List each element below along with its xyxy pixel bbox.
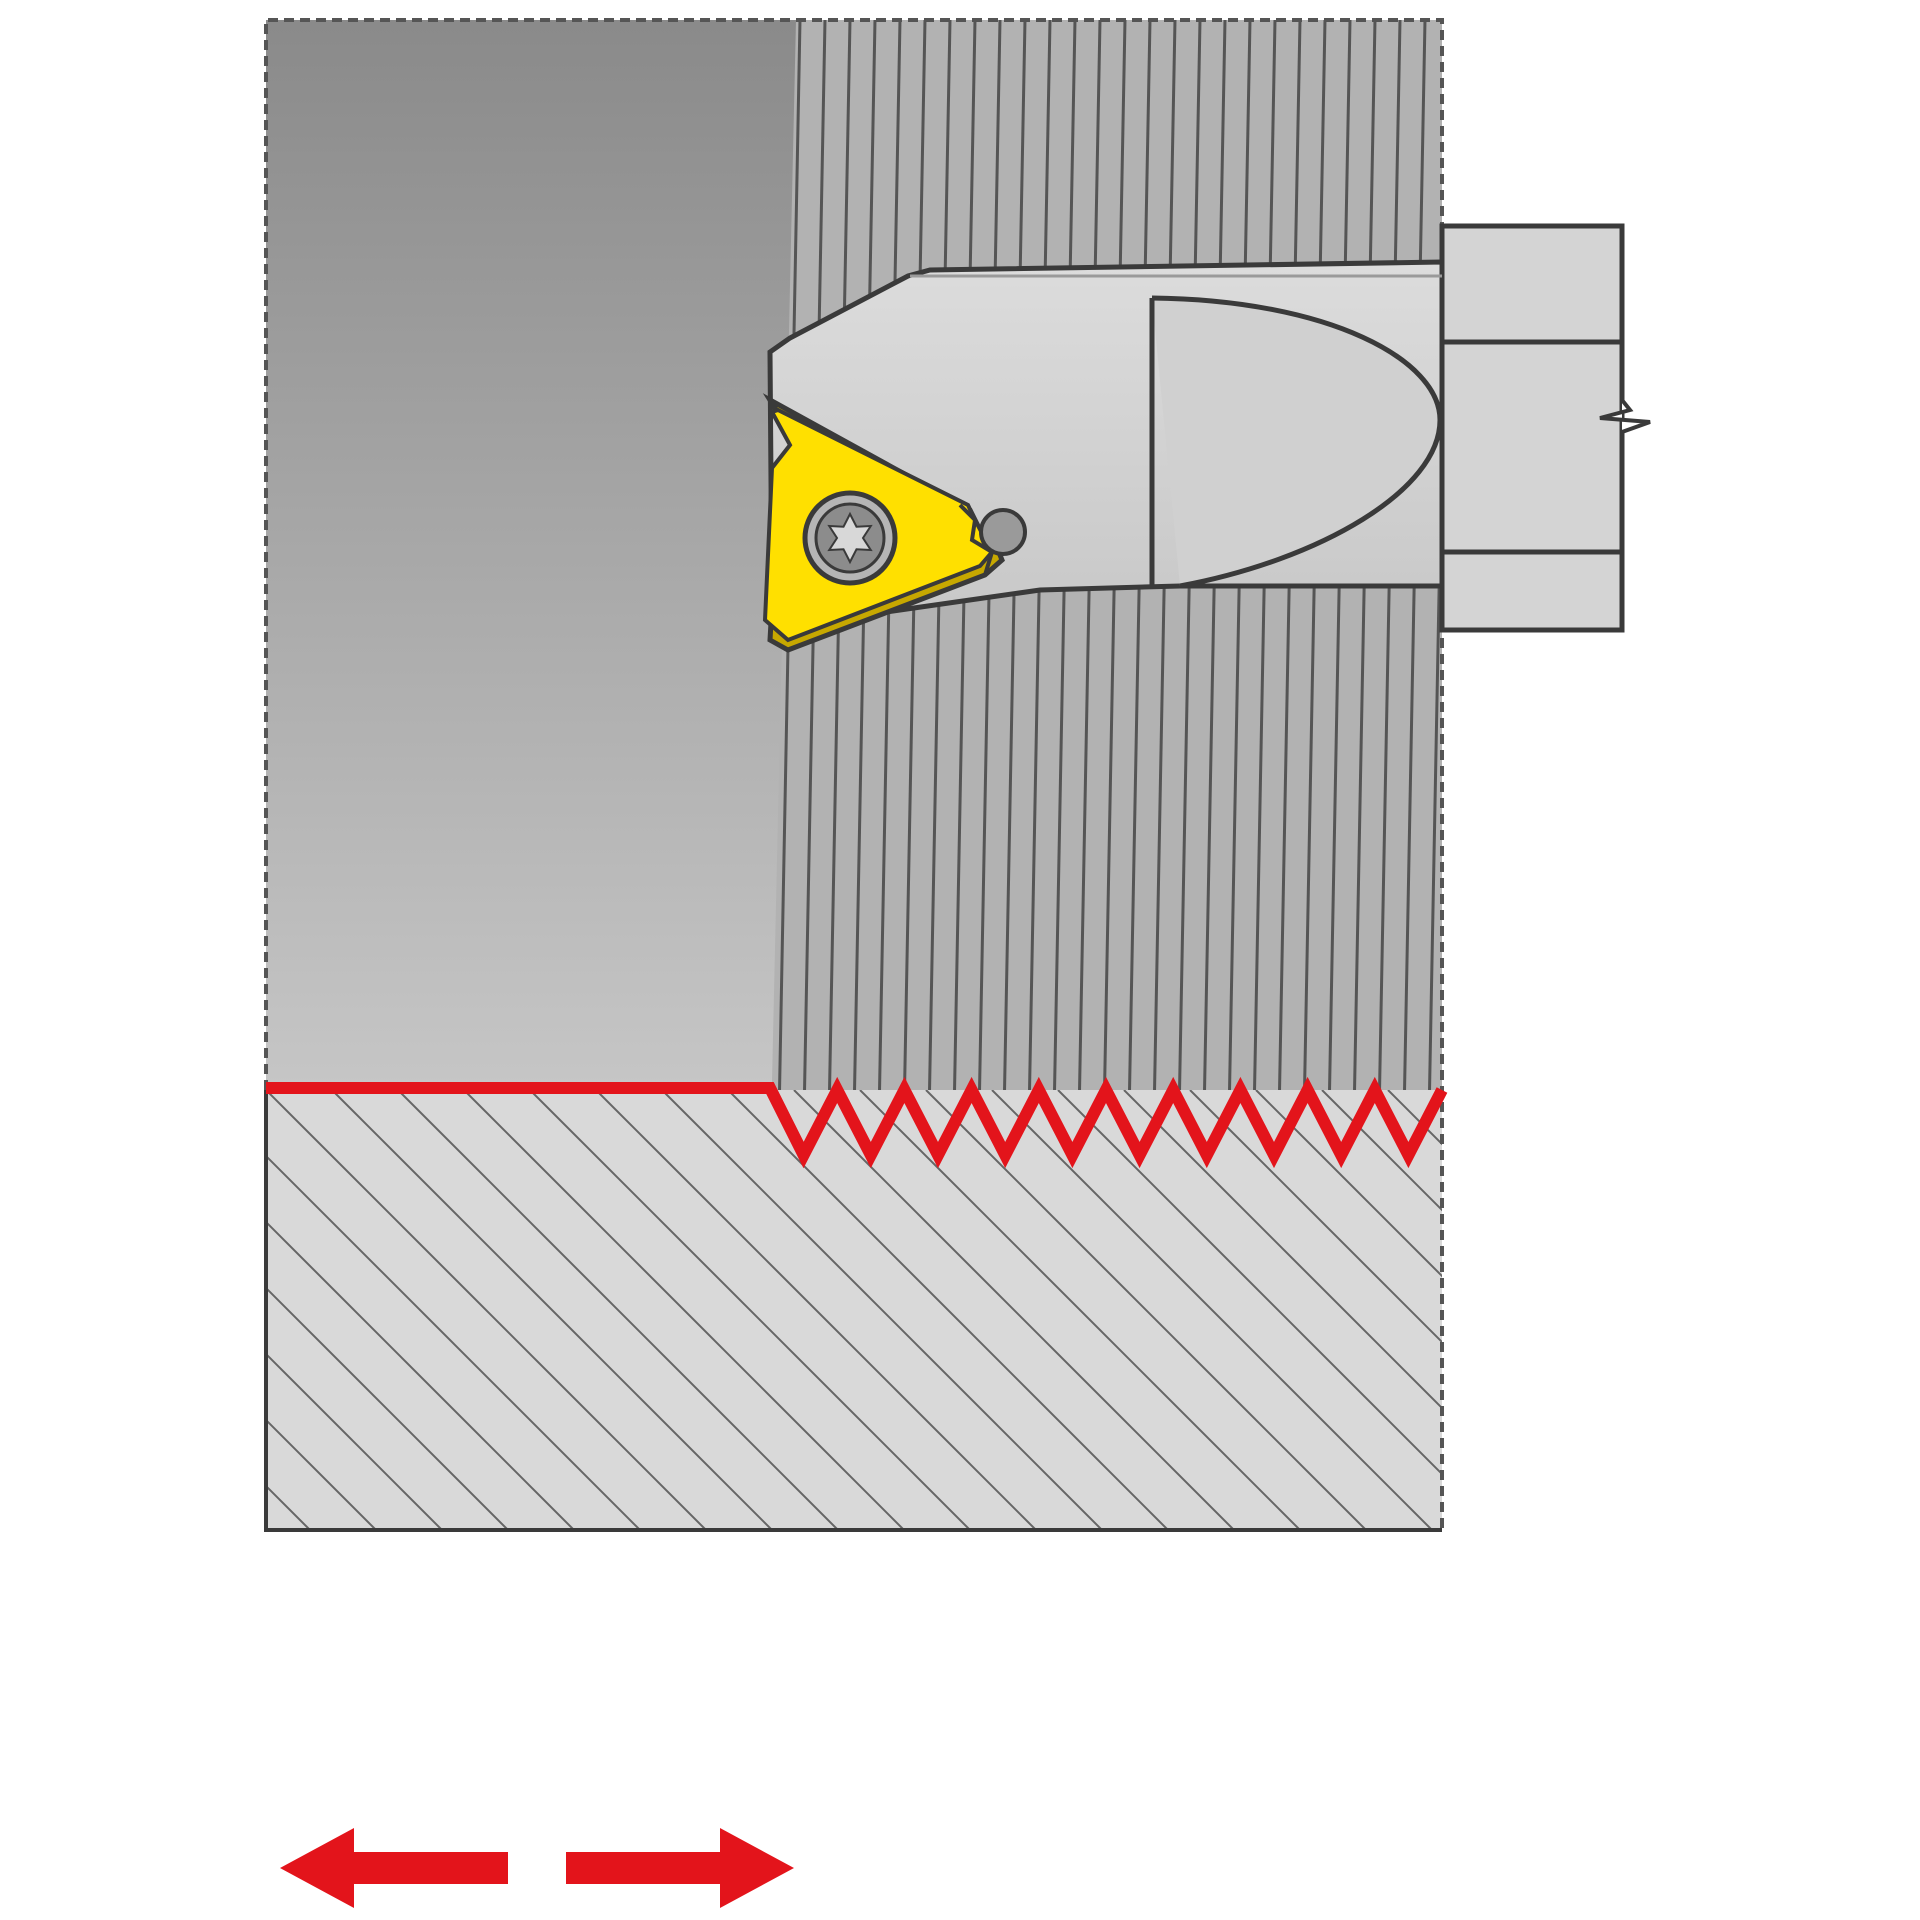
- thread-profile-line: [266, 1076, 1448, 1169]
- hatch-line: [1123, 1090, 1442, 1410]
- fin-line: [1376, 20, 1402, 1170]
- hatch-line: [1652, 1090, 1920, 1530]
- hatch-line: [925, 1090, 1367, 1530]
- fin-line: [1351, 20, 1377, 1170]
- hatch-line: [1586, 1090, 1920, 1530]
- hatch-line: [1189, 1090, 1442, 1344]
- hatch-line: [266, 1286, 509, 1530]
- hatch-line: [397, 1090, 839, 1530]
- hatch-line: [266, 1418, 377, 1530]
- hatch-line: [266, 1090, 707, 1530]
- workpiece-bottom-edge: [264, 1090, 1442, 1532]
- hatch-line: [0, 1090, 112, 1530]
- arrow-left-icon: [280, 1828, 508, 1908]
- hatch-line: [0, 1090, 244, 1530]
- hatch-line: [529, 1090, 971, 1530]
- hatch-line: [1255, 1090, 1442, 1278]
- hatch-line: [266, 1484, 311, 1530]
- clamp-pin: [979, 508, 1027, 556]
- hatch-line: [661, 1090, 1103, 1530]
- fin-line: [1201, 20, 1227, 1170]
- hatch-line: [0, 1090, 178, 1530]
- fin-line: [1301, 20, 1327, 1170]
- fin-line: [1401, 20, 1427, 1170]
- fin-line: [1326, 20, 1352, 1170]
- tool-shank: [1439, 223, 1651, 633]
- torx-screw-icon: [802, 490, 898, 586]
- hatch-line: [859, 1090, 1301, 1530]
- break-mark: [1599, 398, 1651, 434]
- fin-line: [1126, 20, 1152, 1170]
- fin-line: [1076, 20, 1102, 1170]
- fin-line: [1101, 20, 1127, 1170]
- fin-line: [1026, 20, 1052, 1170]
- hatch-line: [595, 1090, 1037, 1530]
- workpiece-section: [0, 1090, 1920, 1530]
- hatch-line: [331, 1090, 773, 1530]
- hatch-line: [1387, 1090, 1442, 1146]
- hatch-line: [266, 1154, 641, 1530]
- bore-region: [266, 20, 796, 1090]
- fin-line: [1426, 20, 1442, 1170]
- hatch-line: [0, 1090, 46, 1530]
- fin-line: [1151, 20, 1177, 1170]
- fin-line: [1251, 20, 1277, 1170]
- hatch-line: [266, 1220, 575, 1530]
- hatch-line: [1454, 1090, 1894, 1530]
- hatch-line: [1520, 1090, 1920, 1530]
- workpiece-boundary: [264, 18, 1444, 1530]
- hatch-line: [793, 1090, 1235, 1530]
- fin-line: [1051, 20, 1077, 1170]
- hatch-line: [266, 1352, 443, 1530]
- fin-line: [1226, 20, 1252, 1170]
- hatch-line: [1321, 1090, 1442, 1212]
- hatch-line: [463, 1090, 905, 1530]
- arrow-right-icon: [566, 1828, 794, 1908]
- fin-line: [1176, 20, 1202, 1170]
- hatch-line: [991, 1090, 1433, 1530]
- fin-line: [1276, 20, 1302, 1170]
- hatch-line: [1057, 1090, 1442, 1476]
- bar-nose-curve: [1151, 295, 1443, 589]
